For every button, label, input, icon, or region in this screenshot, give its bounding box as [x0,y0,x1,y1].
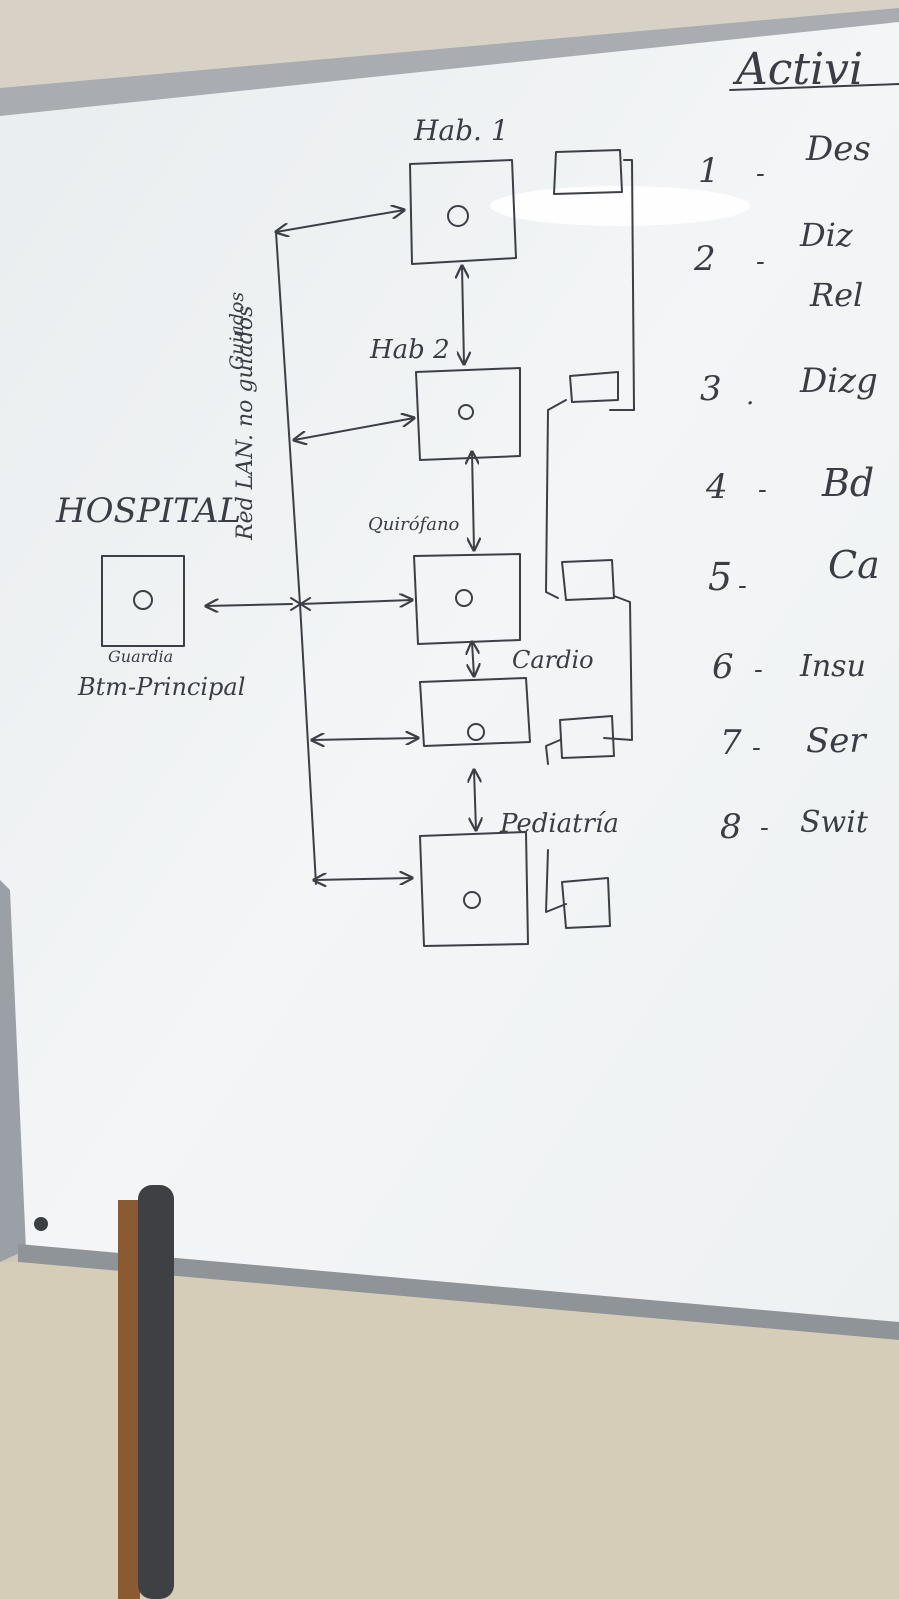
room-device-icon-1 [447,205,469,227]
side-device-4 [559,715,615,759]
list-num-3: 3 [700,369,722,409]
chair-back-wood [118,1200,140,1599]
list-num-5: 5 [708,555,732,599]
chair-back-frame [138,1185,174,1599]
arrow-pediatria [314,878,412,880]
cable-4 [545,739,561,765]
room-device-icon-3 [455,589,473,607]
guided-label: Guiados [226,292,248,370]
room-label-2: Hab 2 [369,335,450,365]
room-device-icon-2 [458,404,474,420]
list-num-4: 4 [705,467,728,507]
list-text-8: Swit [800,805,869,840]
cable-2 [545,399,567,599]
room-frame-4 [419,677,531,747]
list-dash-4: - [758,475,767,505]
room-device-icon-4 [467,723,485,741]
light-glare [490,186,750,226]
wall-top [0,0,899,90]
list-num-1: 1 [698,151,720,191]
room-frame-2 [415,367,521,461]
list-num-6: 6 [712,647,734,687]
list-text-1: Des [805,129,871,169]
list-dash-8: - [760,813,769,843]
frame-left [0,880,26,1262]
list-text-5: Ca [828,543,880,587]
list-dash-1: - [756,159,765,189]
arrow-hab2 [294,418,414,440]
side-device-2 [569,371,619,403]
list-text-6: Insu [799,649,866,684]
cable-1 [609,159,635,411]
main-box-bottom-label: Btm-Principal [77,673,245,701]
activity-list: 1 - Des 2 - Diz Rel 3 . Dizg 4 - Bd 5 - … [693,129,880,847]
main-box: Guardia Btm-Principal [77,555,245,701]
backbone-line [275,231,317,885]
room-frame-5 [419,831,529,947]
side-device-1 [553,149,623,195]
link-4-5 [474,770,476,830]
lan-label: Red LAN. no guiados [233,306,258,541]
room-device-icon-5 [463,891,481,909]
room-box-2: Hab 2 [369,335,521,461]
list-dash-5: - [738,571,747,601]
list-extra-2: Rel [809,276,863,314]
list-dash-7: - [752,733,761,763]
main-box-device-icon [133,590,153,610]
side-device-5 [561,877,611,929]
room-frame-1 [409,159,517,265]
list-dash-6: - [754,655,763,685]
screw [34,1217,48,1231]
list-text-7: Ser [806,721,867,761]
list-num-2: 2 [693,239,716,279]
room-box-1: Hab. 1 [409,114,517,265]
frame-top [0,8,899,118]
main-box-top-label: Guardia [108,647,173,666]
list-text-3: Dizg [799,361,878,401]
cable-3 [603,595,633,741]
hospital-label: HOSPITAL [55,491,241,531]
link-3-4 [472,642,474,676]
arrow-hab1 [276,210,404,232]
arrow-cardio [312,738,418,740]
wall-lower [0,1262,899,1599]
list-text-2: Diz [799,216,854,254]
main-box-frame [101,555,185,647]
list-num-7: 7 [720,723,742,763]
room-label-5: Pediatría [499,809,619,839]
side-device-3 [561,559,615,601]
list-num-8: 8 [720,807,742,847]
link-1-2 [462,266,464,364]
link-2-3 [472,452,474,550]
frame-bottom [18,1244,899,1340]
room-label-1: Hab. 1 [413,114,509,147]
room-box-5: Pediatría [419,809,619,947]
room-box-3: Quirófano [368,514,521,645]
list-dash-2: - [756,247,765,277]
room-frame-3 [413,553,521,645]
cable-5 [545,849,567,913]
room-label-4: Cardio [512,646,594,674]
whiteboard-surface [0,22,899,1330]
list-dash-3: . [746,381,754,411]
arrow-to-main-box [206,604,293,606]
room-label-3: Quirófano [368,514,460,535]
room-box-4: Cardio [419,646,594,747]
list-text-4: Bd [821,461,874,505]
heading-underline [729,83,899,91]
arrow-quirofano [299,600,412,604]
